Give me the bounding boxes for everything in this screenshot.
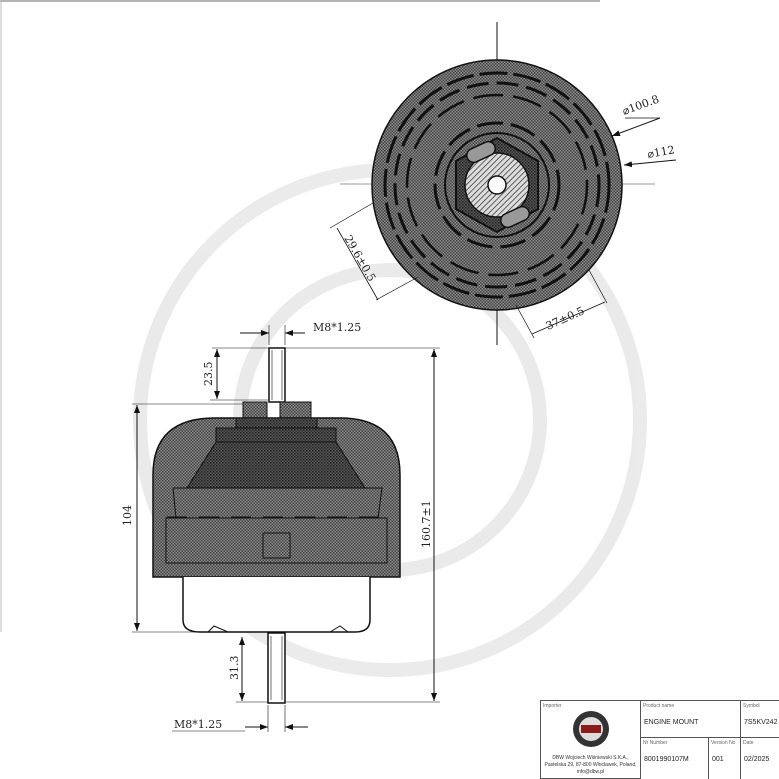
inner-ring	[172, 487, 383, 519]
dim-slot-right: 37±0.5	[544, 304, 586, 332]
dim-inner-diameter: ⌀100.8	[621, 93, 661, 118]
version: 001	[712, 756, 724, 763]
dim-outer-diameter: ⌀112	[646, 143, 675, 161]
symbol-label: Symbol	[743, 703, 760, 709]
inner-boss	[262, 532, 291, 559]
ring	[444, 132, 550, 238]
top-stud	[268, 347, 286, 403]
slot	[465, 140, 497, 164]
date: 02/2025	[744, 756, 770, 763]
importer-address: DBW Wojciech Wiśniewski S.K.A., Pastelsk…	[544, 755, 637, 775]
company-logo	[573, 711, 609, 747]
symbol-cell: Symbol 7S5KV242	[741, 701, 779, 738]
inner-plate	[235, 417, 318, 429]
product-name: ENGINE MOUNT	[644, 719, 699, 726]
importer-label: Importer	[543, 703, 562, 709]
number-cell: Nr Number 8001990107M	[641, 738, 709, 779]
rubber-cone	[186, 441, 366, 489]
number-label: Nr Number	[643, 740, 668, 746]
dim-top-stud-length: 23.5	[202, 362, 215, 387]
version-label: Version No	[711, 740, 736, 746]
ring-dashed	[433, 121, 561, 249]
importer-cell: Importer DBW Wojciech Wiśniewski S.K.A.,…	[541, 701, 641, 779]
slot	[499, 205, 531, 229]
title-block: Importer DBW Wojciech Wiśniewski S.K.A.,…	[540, 700, 779, 779]
ring-dashed	[383, 71, 611, 299]
top-plate	[279, 401, 312, 419]
lower-cup	[182, 577, 371, 633]
dim-bottom-stud-length: 31.3	[228, 656, 241, 681]
bottom-stud	[267, 632, 286, 704]
dim-line	[336, 227, 379, 301]
dim-total-height: 160.7±1	[420, 500, 433, 548]
date-cell: Date 02/2025	[741, 738, 779, 779]
dim-body-height: 104	[121, 505, 134, 526]
center-hole	[487, 175, 507, 195]
top-view: ⌀100.8 ⌀112 29.6±0.5 37±0.5	[329, 22, 677, 345]
symbol: 7S5KV242	[744, 719, 778, 726]
inner-plate	[215, 427, 337, 443]
version-cell: Version No 001	[709, 738, 741, 779]
top-plate	[242, 401, 268, 419]
number: 8001990107M	[644, 756, 689, 763]
date-label: Date	[743, 740, 754, 746]
ring-dashed	[393, 81, 601, 289]
side-view: M8*1.25 23.5 104 160.7±1 31.3 M8*1.25	[121, 321, 440, 732]
dim-bottom-thread: M8*1.25	[174, 718, 222, 731]
dim-top-thread: M8*1.25	[313, 321, 361, 334]
ring-dashed	[405, 93, 589, 277]
product-name-label: Product name	[643, 703, 675, 709]
dim-line	[531, 301, 606, 335]
product-name-cell: Product name ENGINE MOUNT	[641, 701, 741, 738]
